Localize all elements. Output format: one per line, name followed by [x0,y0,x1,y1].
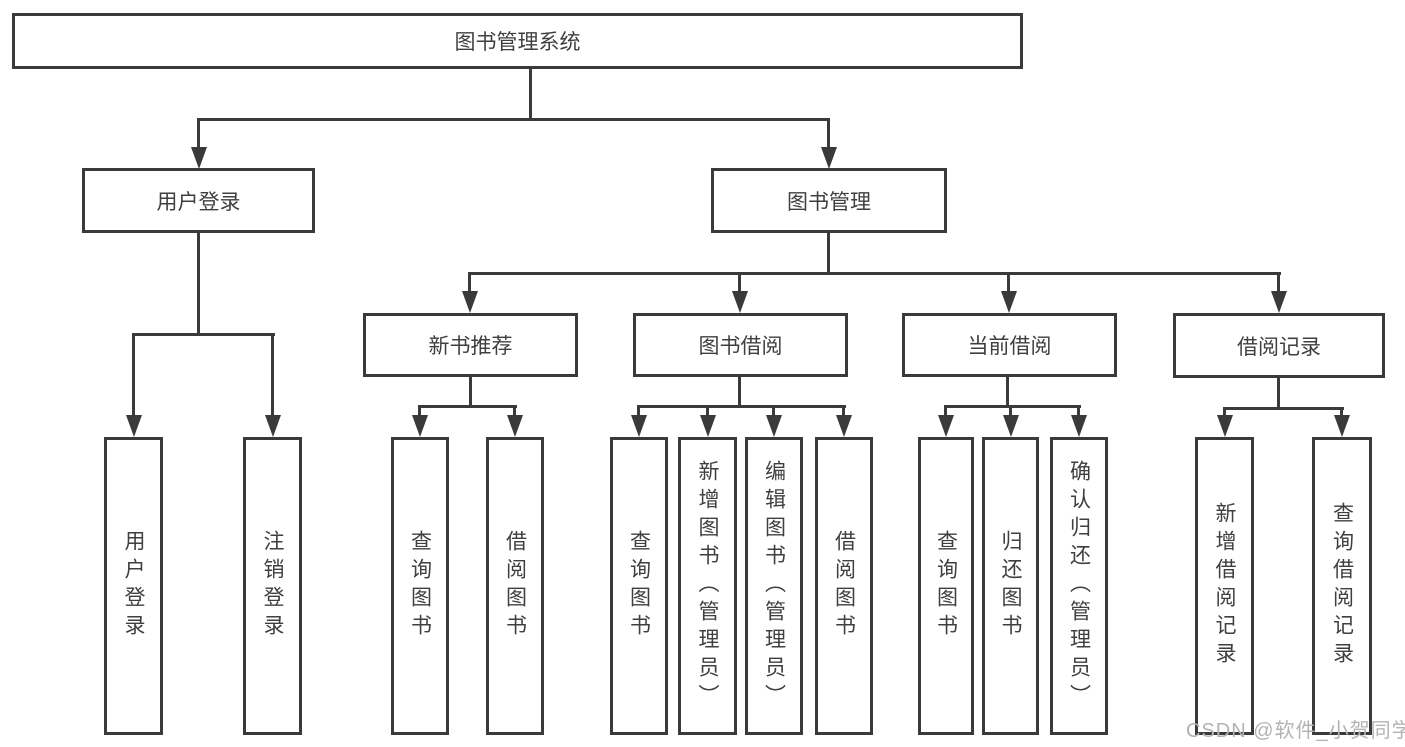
root-label: 图书管理系统 [454,31,581,54]
function-box-borrow-books: 借阅图书 [815,437,873,735]
watermark: CSDN @软件_小贺同学 [1186,720,1405,742]
function-label-user-login: 用户登录 [122,530,145,642]
function-box-add-borrow-record: 新增借阅记录 [1195,437,1254,735]
function-label-add-borrow-record: 新增借阅记录 [1213,502,1236,670]
connector-stem-login [132,336,135,415]
connector-root-trunk [529,69,532,121]
arrow-down-icon [507,415,523,437]
arrow-down-icon [821,147,837,169]
arrow-down-icon [1001,291,1017,313]
function-label-borrow-books: 借阅图书 [503,530,527,642]
connector-stem-new-book [468,275,471,293]
connector-root-crossbar [197,118,830,121]
branch-label-book-management: 图书管理 [787,190,871,214]
connector-stem-book-borrow [738,275,741,293]
connector-userlogin-crossbar [132,333,275,336]
function-label-query-books: 查询图书 [627,530,651,642]
function-label-return-books: 归还图书 [999,530,1022,642]
arrow-down-icon [462,291,478,313]
arrow-down-icon [191,147,207,169]
connector-userlogin-trunk [197,233,200,336]
arrow-down-icon [836,415,852,437]
connector-stem [1009,405,1012,417]
arrow-down-icon [732,291,748,313]
function-box-query-books-borrow: 查询图书 [610,437,668,735]
arrow-down-icon [126,415,142,437]
function-box-borrow-books-recommend: 借阅图书 [486,437,544,735]
function-label-edit-books-admin: 编辑图书（管理员） [762,460,786,712]
connector-borrowrecord-trunk [1277,378,1280,410]
module-box-new-book-recommend: 新书推荐 [363,313,578,377]
module-box-book-borrow: 图书借阅 [633,313,848,377]
connector-stem [1223,407,1226,417]
connector-stem-borrow-record [1277,275,1280,293]
connector-currentborrow-trunk [1006,377,1009,408]
function-label-query-books: 查询图书 [934,530,958,642]
arrow-down-icon [1003,415,1019,437]
connector-currentborrow-crossbar [944,405,1081,408]
connector-stem [842,405,845,417]
function-box-return-books: 归还图书 [982,437,1039,735]
connector-stem-logout [271,336,274,415]
function-label-borrow-books: 借阅图书 [832,530,856,642]
connector-borrowrecord-crossbar [1223,407,1344,410]
function-label-add-books-admin: 新增图书（管理员） [696,460,719,712]
function-label-query-borrow-record: 查询借阅记录 [1330,502,1354,670]
arrow-down-icon [938,415,954,437]
branch-label-user-login: 用户登录 [156,190,241,214]
connector-stem-current-borrow [1007,275,1010,293]
function-box-query-borrow-record: 查询借阅记录 [1312,437,1372,735]
connector-stem [944,405,947,417]
connector-stem [513,405,516,417]
arrow-down-icon [1071,415,1087,437]
connector-stem [1340,407,1343,417]
module-label-borrow-record: 借阅记录 [1237,335,1321,359]
connector-stem [706,405,709,417]
function-box-logout: 注销登录 [243,437,302,735]
arrow-down-icon [265,415,281,437]
module-label-new-book-recommend: 新书推荐 [428,335,513,358]
function-label-query-books: 查询图书 [408,530,432,642]
arrow-down-icon [1217,415,1233,437]
arrow-down-icon [700,415,716,437]
connector-stem-book-management [827,121,830,149]
arrow-down-icon [631,415,647,437]
function-box-query-books-current: 查询图书 [918,437,974,735]
module-label-book-borrow: 图书借阅 [698,335,783,358]
connector-newbook-crossbar [418,405,517,408]
connector-bookmgmt-trunk [827,233,830,275]
connector-stem [418,405,421,417]
function-box-query-books-recommend: 查询图书 [391,437,449,735]
connector-stem-user-login [197,121,200,149]
function-box-user-login: 用户登录 [104,437,163,735]
function-box-add-books-admin: 新增图书（管理员） [678,437,737,735]
function-label-logout: 注销登录 [261,530,284,642]
connector-bookborrow-crossbar [637,405,846,408]
root-box-library-management-system: 图书管理系统 [12,13,1023,69]
arrow-down-icon [1334,415,1350,437]
branch-box-book-management: 图书管理 [711,168,947,233]
arrow-down-icon [412,415,428,437]
connector-stem [1077,405,1080,417]
module-box-borrow-record: 借阅记录 [1173,313,1385,378]
connector-bookmgmt-crossbar [468,272,1281,275]
function-box-confirm-return-admin: 确认归还（管理员） [1050,437,1108,735]
connector-stem [637,405,640,417]
connector-stem [772,405,775,417]
function-box-edit-books-admin: 编辑图书（管理员） [745,437,803,735]
connector-bookborrow-trunk [738,377,741,408]
arrow-down-icon [766,415,782,437]
function-label-confirm-return-admin: 确认归还（管理员） [1067,460,1091,712]
branch-box-user-login: 用户登录 [82,168,315,233]
connector-newbook-trunk [469,377,472,408]
module-label-current-borrow: 当前借阅 [967,335,1052,358]
module-box-current-borrow: 当前借阅 [902,313,1117,377]
arrow-down-icon [1271,291,1287,313]
